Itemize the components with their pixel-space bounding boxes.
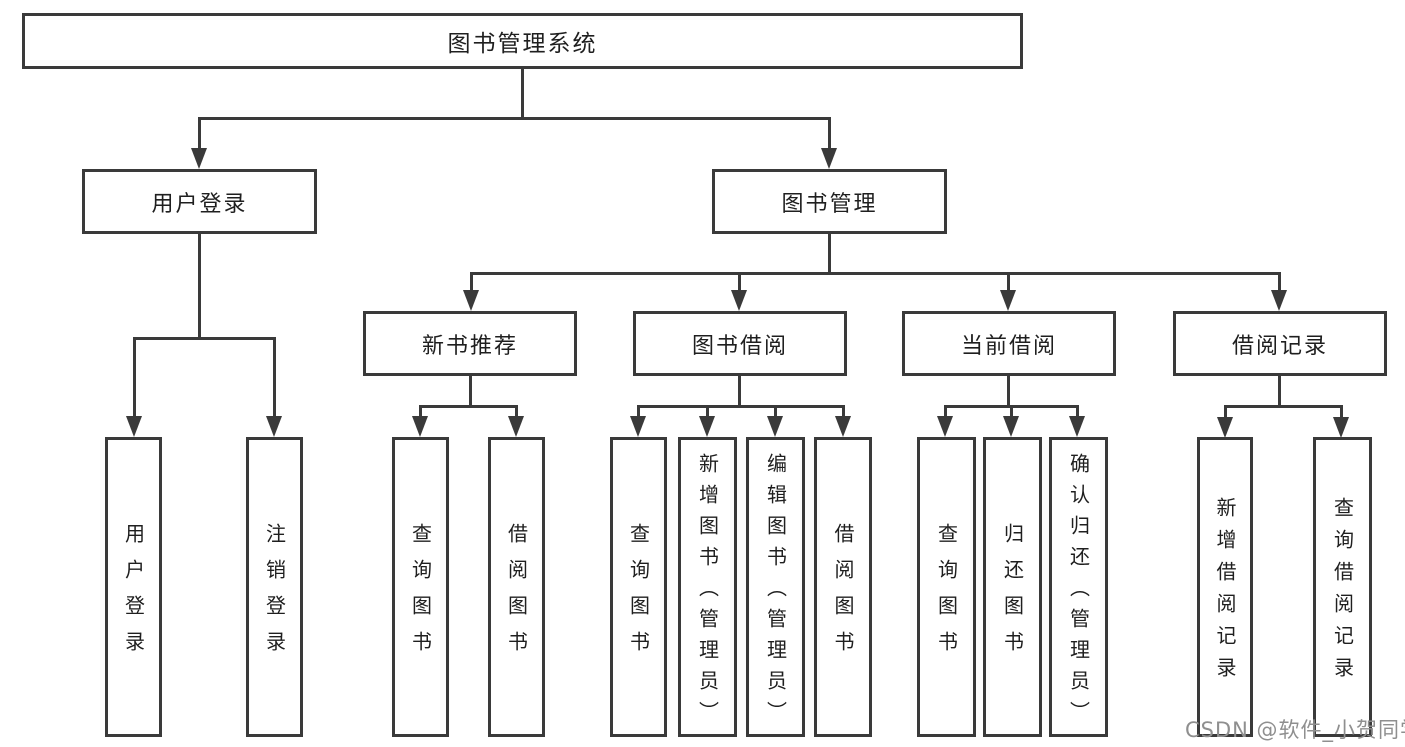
- edge-line: [133, 337, 136, 416]
- edge-line: [738, 376, 741, 406]
- arrow-down-icon: [699, 416, 715, 437]
- arrow-down-icon: [126, 416, 142, 437]
- arrow-down-icon: [1217, 417, 1233, 438]
- edge-line: [198, 117, 831, 120]
- leaf-label: 借阅图书: [831, 523, 855, 667]
- arrow-down-icon: [266, 416, 282, 437]
- leaf-label: 查询借阅记录: [1330, 497, 1355, 689]
- edge-line: [198, 234, 201, 337]
- arrow-down-icon: [937, 416, 953, 437]
- leaf-add-book-admin: 新增图书（管理员）: [678, 437, 737, 737]
- edge-line: [944, 405, 947, 416]
- node-root: 图书管理系统: [22, 13, 1023, 69]
- edge-line: [515, 405, 518, 416]
- leaf-label: 查询图书: [626, 523, 651, 667]
- arrow-down-icon: [191, 148, 207, 169]
- edge-line: [419, 405, 518, 408]
- arrow-down-icon: [1333, 417, 1349, 438]
- leaf-label: 编辑图书（管理员）: [763, 453, 788, 732]
- edge-line: [273, 337, 276, 416]
- node-new-book-recommend: 新书推荐: [363, 311, 577, 376]
- edge-line: [1076, 405, 1079, 416]
- leaf-user-login: 用户登录: [105, 437, 162, 737]
- leaf-label: 用户登录: [121, 523, 146, 667]
- arrow-down-icon: [412, 416, 428, 437]
- edge-line: [1340, 405, 1343, 417]
- edge-line: [1224, 405, 1343, 408]
- edge-line: [1278, 376, 1281, 406]
- leaf-label: 借阅图书: [504, 523, 529, 667]
- leaf-confirm-return-admin: 确认归还（管理员）: [1049, 437, 1108, 737]
- edge-line: [706, 405, 709, 416]
- leaf-label: 归还图书: [1000, 523, 1025, 667]
- leaf-query-book-recommend: 查询图书: [392, 437, 449, 737]
- arrow-down-icon: [508, 416, 524, 437]
- edge-line: [842, 405, 845, 416]
- edge-line: [1007, 376, 1010, 406]
- arrow-down-icon: [1069, 416, 1085, 437]
- arrow-down-icon: [821, 148, 837, 169]
- edge-line: [469, 376, 472, 406]
- leaf-add-borrow-record: 新增借阅记录: [1197, 437, 1253, 737]
- leaf-logout: 注销登录: [246, 437, 303, 737]
- arrow-down-icon: [630, 416, 646, 437]
- leaf-label: 查询图书: [934, 523, 959, 667]
- arrow-down-icon: [463, 290, 479, 311]
- leaf-label: 新增图书（管理员）: [695, 453, 720, 732]
- edge-line: [198, 117, 201, 149]
- node-book-borrow: 图书借阅: [633, 311, 847, 376]
- edge-line: [1278, 272, 1281, 290]
- leaf-label: 注销登录: [262, 523, 287, 667]
- arrow-down-icon: [767, 416, 783, 437]
- edge-line: [470, 272, 473, 290]
- leaf-query-borrow-record: 查询借阅记录: [1313, 437, 1372, 737]
- leaf-query-book-borrow: 查询图书: [610, 437, 667, 737]
- arrow-down-icon: [1003, 416, 1019, 437]
- watermark: CSDN @软件_小贺同学: [1185, 718, 1405, 742]
- leaf-query-book-current: 查询图书: [917, 437, 976, 737]
- edge-line: [1007, 272, 1010, 290]
- edge-line: [1224, 405, 1227, 417]
- edge-line: [637, 405, 640, 416]
- edge-line: [828, 234, 831, 272]
- edge-line: [470, 272, 1281, 275]
- arrow-down-icon: [835, 416, 851, 437]
- arrow-down-icon: [731, 290, 747, 311]
- leaf-label: 新增借阅记录: [1213, 497, 1237, 689]
- edge-line: [828, 117, 831, 149]
- node-borrow-records: 借阅记录: [1173, 311, 1387, 376]
- leaf-return-book: 归还图书: [983, 437, 1042, 737]
- arrow-down-icon: [1000, 290, 1016, 311]
- leaf-label: 查询图书: [408, 523, 433, 667]
- leaf-borrow-book: 借阅图书: [814, 437, 872, 737]
- edge-line: [133, 337, 276, 340]
- edge-line: [774, 405, 777, 416]
- node-book-management: 图书管理: [712, 169, 947, 234]
- node-user-login: 用户登录: [82, 169, 317, 234]
- leaf-borrow-book-recommend: 借阅图书: [488, 437, 545, 737]
- edge-line: [1010, 405, 1013, 416]
- node-current-borrow: 当前借阅: [902, 311, 1116, 376]
- edge-line: [738, 272, 741, 290]
- edge-line: [637, 405, 844, 408]
- edge-line: [419, 405, 422, 416]
- edge-line: [521, 69, 524, 117]
- leaf-edit-book-admin: 编辑图书（管理员）: [746, 437, 805, 737]
- leaf-label: 确认归还（管理员）: [1066, 453, 1091, 732]
- arrow-down-icon: [1271, 290, 1287, 311]
